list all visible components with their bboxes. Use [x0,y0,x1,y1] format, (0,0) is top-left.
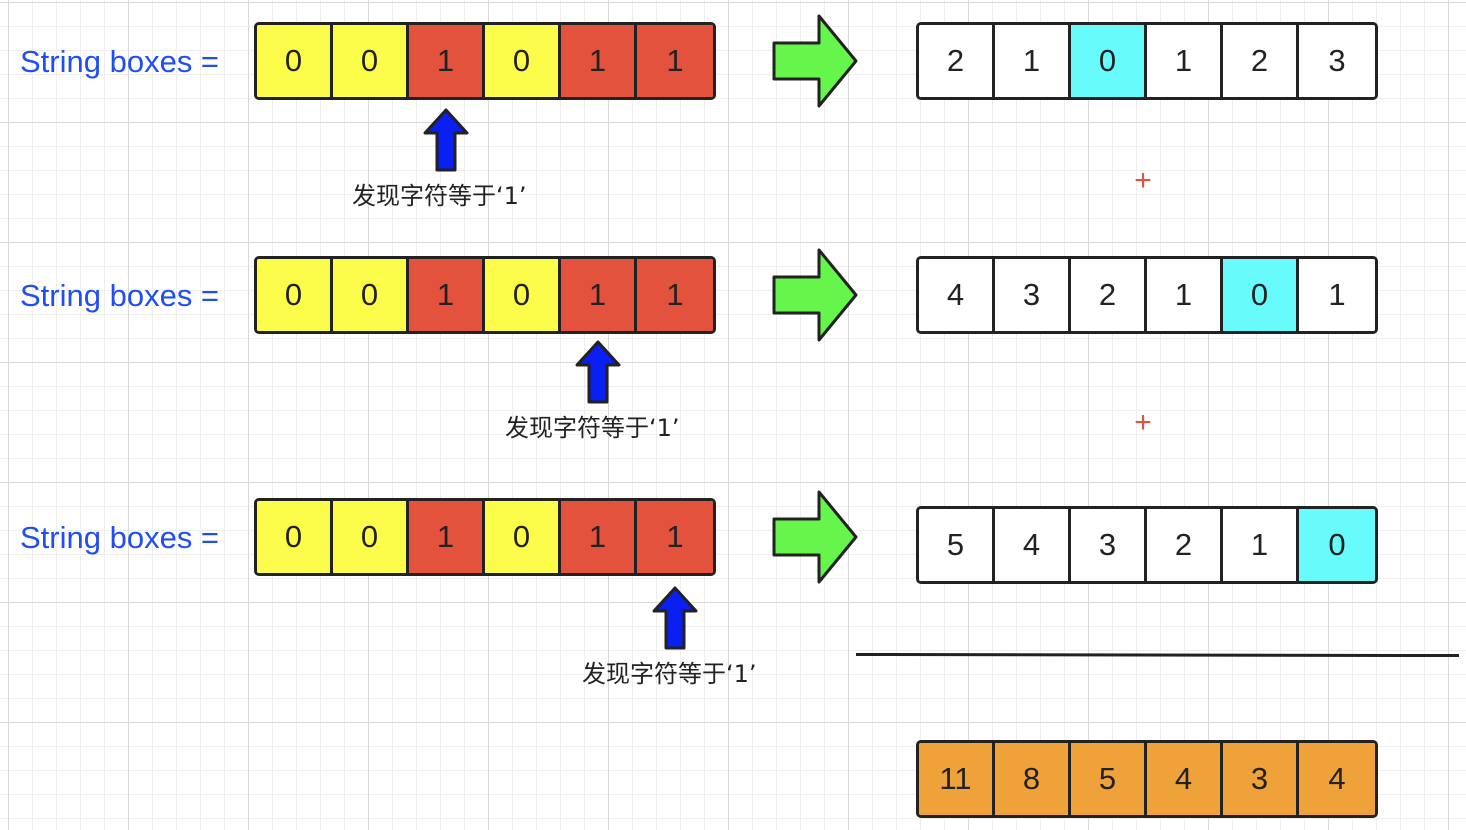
distance-box: 4 [995,509,1071,581]
string-box: 0 [333,501,409,573]
string-box: 1 [409,259,485,331]
row-2-label: String boxes = [20,278,220,313]
string-box: 1 [409,501,485,573]
distance-box: 4 [919,259,995,331]
row-1-distance-boxes: 2 1 0 1 2 3 [916,22,1378,100]
row-3-label: String boxes = [20,520,220,555]
row-1-caption: 发现字符等于‘1’ [352,182,527,210]
string-box: 0 [485,25,561,97]
string-box: 0 [485,259,561,331]
distance-box: 3 [995,259,1071,331]
string-box: 1 [637,259,713,331]
pointer-up-arrow-icon [423,108,469,172]
result-box: 5 [1071,743,1147,815]
row-2-caption: 发现字符等于‘1’ [505,414,680,442]
pointer-up-arrow-icon [652,586,698,650]
distance-box: 3 [1071,509,1147,581]
distance-box: 5 [919,509,995,581]
row-3-distance-boxes: 5 4 3 2 1 0 [916,506,1378,584]
string-box: 1 [637,25,713,97]
distance-box: 2 [919,25,995,97]
distance-box: 3 [1299,25,1375,97]
result-box: 3 [1223,743,1299,815]
distance-box: 1 [995,25,1071,97]
pointer-up-arrow-icon [575,340,621,404]
row-1-string-boxes: 0 0 1 0 1 1 [254,22,716,100]
right-arrow-icon [772,490,858,584]
row-3-caption: 发现字符等于‘1’ [582,660,757,688]
result-box: 4 [1147,743,1223,815]
right-arrow-icon [772,248,858,342]
row-2-string-boxes: 0 0 1 0 1 1 [254,256,716,334]
distance-box: 2 [1223,25,1299,97]
string-box: 1 [409,25,485,97]
string-box: 0 [333,259,409,331]
plus-sign: + [1134,406,1152,439]
string-box: 0 [333,25,409,97]
distance-box: 2 [1147,509,1223,581]
string-box: 1 [561,25,637,97]
distance-box: 1 [1299,259,1375,331]
result-box: 11 [919,743,995,815]
distance-box: 0 [1299,509,1375,581]
result-boxes: 11 8 5 4 3 4 [916,740,1378,818]
distance-box: 1 [1223,509,1299,581]
result-box: 4 [1299,743,1375,815]
string-box: 0 [257,259,333,331]
distance-box: 2 [1071,259,1147,331]
plus-sign: + [1134,164,1152,197]
string-box: 0 [485,501,561,573]
string-box: 0 [257,501,333,573]
string-box: 1 [637,501,713,573]
distance-box: 0 [1223,259,1299,331]
distance-box: 0 [1071,25,1147,97]
string-box: 0 [257,25,333,97]
sum-divider-line [855,653,1460,658]
string-box: 1 [561,501,637,573]
distance-box: 1 [1147,25,1223,97]
string-box: 1 [561,259,637,331]
right-arrow-icon [772,14,858,108]
row-3-string-boxes: 0 0 1 0 1 1 [254,498,716,576]
distance-box: 1 [1147,259,1223,331]
row-2-distance-boxes: 4 3 2 1 0 1 [916,256,1378,334]
result-box: 8 [995,743,1071,815]
row-1-label: String boxes = [20,44,220,79]
